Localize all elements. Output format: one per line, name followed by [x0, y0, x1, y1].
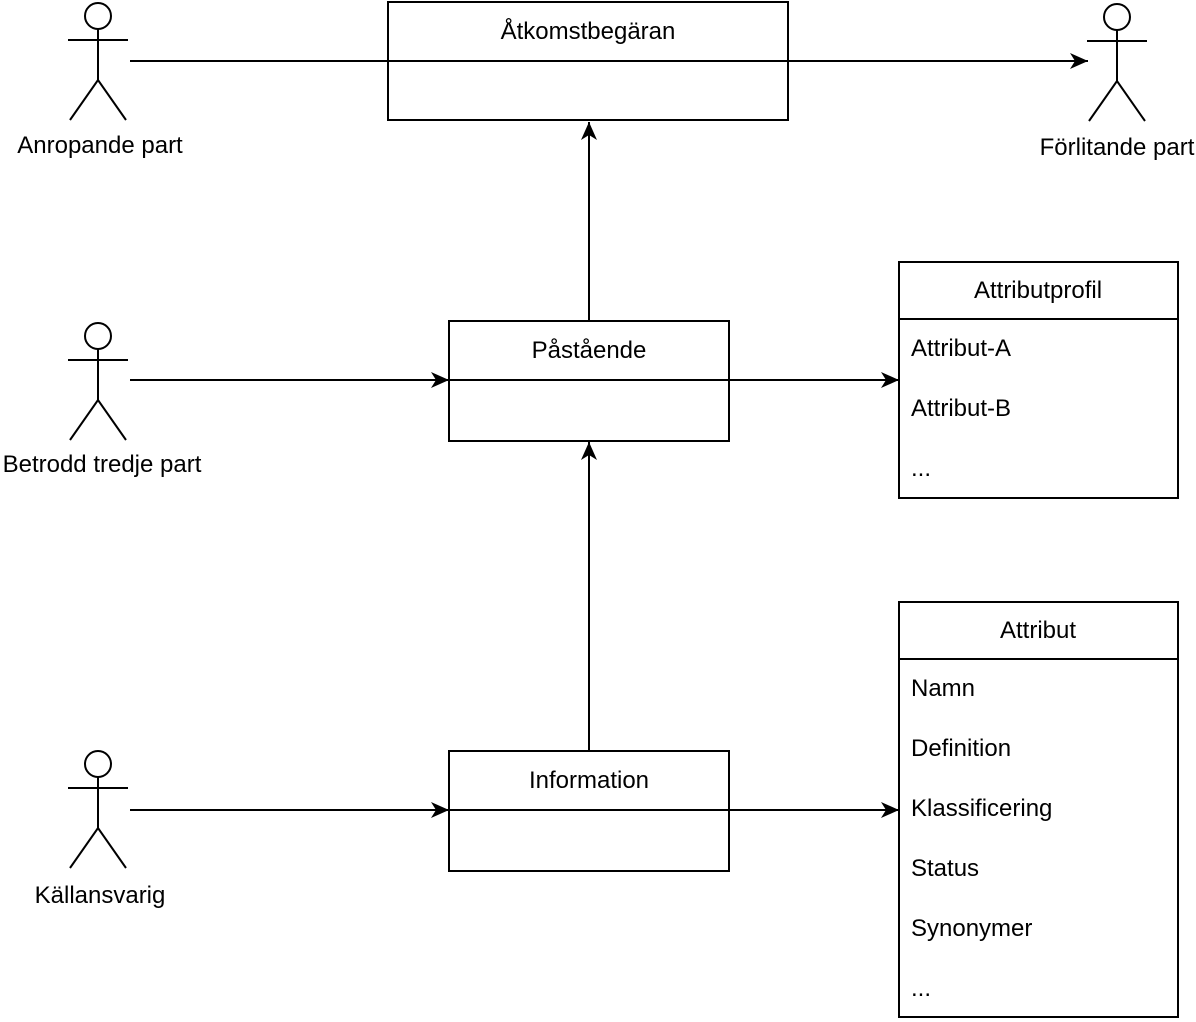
box-title-attributprofil: Attributprofil — [974, 277, 1102, 304]
actor-anropande-part: Anropande part — [17, 2, 183, 159]
box-title-atkomstbegaran: Åtkomstbegäran — [501, 17, 676, 45]
actor-forlitande-part: Förlitande part — [1040, 3, 1195, 161]
actor-label-betrodd-tredje-part: Betrodd tredje part — [3, 451, 202, 478]
attribute-row: Synonymer — [911, 915, 1032, 942]
stick-figure-icon — [68, 2, 128, 121]
class-box-information: Information — [448, 750, 730, 872]
attribute-row: Attribut-B — [911, 395, 1011, 422]
class-box-atkomstbegaran: Åtkomstbegäran — [387, 1, 789, 121]
actor-label-forlitande-part: Förlitande part — [1040, 134, 1195, 161]
stick-figure-icon — [68, 322, 128, 441]
attribute-row: Namn — [911, 675, 975, 702]
class-box-pastaende: Påstående — [448, 320, 730, 442]
attribute-row: Attribut-A — [911, 335, 1011, 362]
stick-figure-icon — [68, 750, 128, 869]
actor-betrodd-tredje-part: Betrodd tredje part — [3, 322, 202, 478]
attribute-row: Definition — [911, 735, 1011, 762]
attribute-row: Klassificering — [911, 795, 1052, 822]
box-outline — [898, 601, 1179, 1018]
box-title-information: Information — [529, 767, 649, 794]
actor-label-kallansvarig: Källansvarig — [35, 882, 166, 909]
actor-kallansvarig: Källansvarig — [35, 750, 166, 909]
stick-figure-icon — [1087, 3, 1147, 122]
box-title-attribut: Attribut — [1000, 617, 1076, 644]
class-box-attribut: Attribut Namn Definition Klassificering … — [898, 601, 1179, 1018]
attribute-row: Status — [911, 855, 979, 882]
box-title-pastaende: Påstående — [532, 337, 647, 364]
class-box-attributprofil: Attributprofil Attribut-A Attribut-B ... — [898, 261, 1179, 499]
attribute-row: ... — [911, 975, 931, 1002]
attribute-row: ... — [911, 455, 931, 482]
actor-label-anropande-part: Anropande part — [17, 132, 183, 159]
box-outline — [898, 261, 1179, 499]
